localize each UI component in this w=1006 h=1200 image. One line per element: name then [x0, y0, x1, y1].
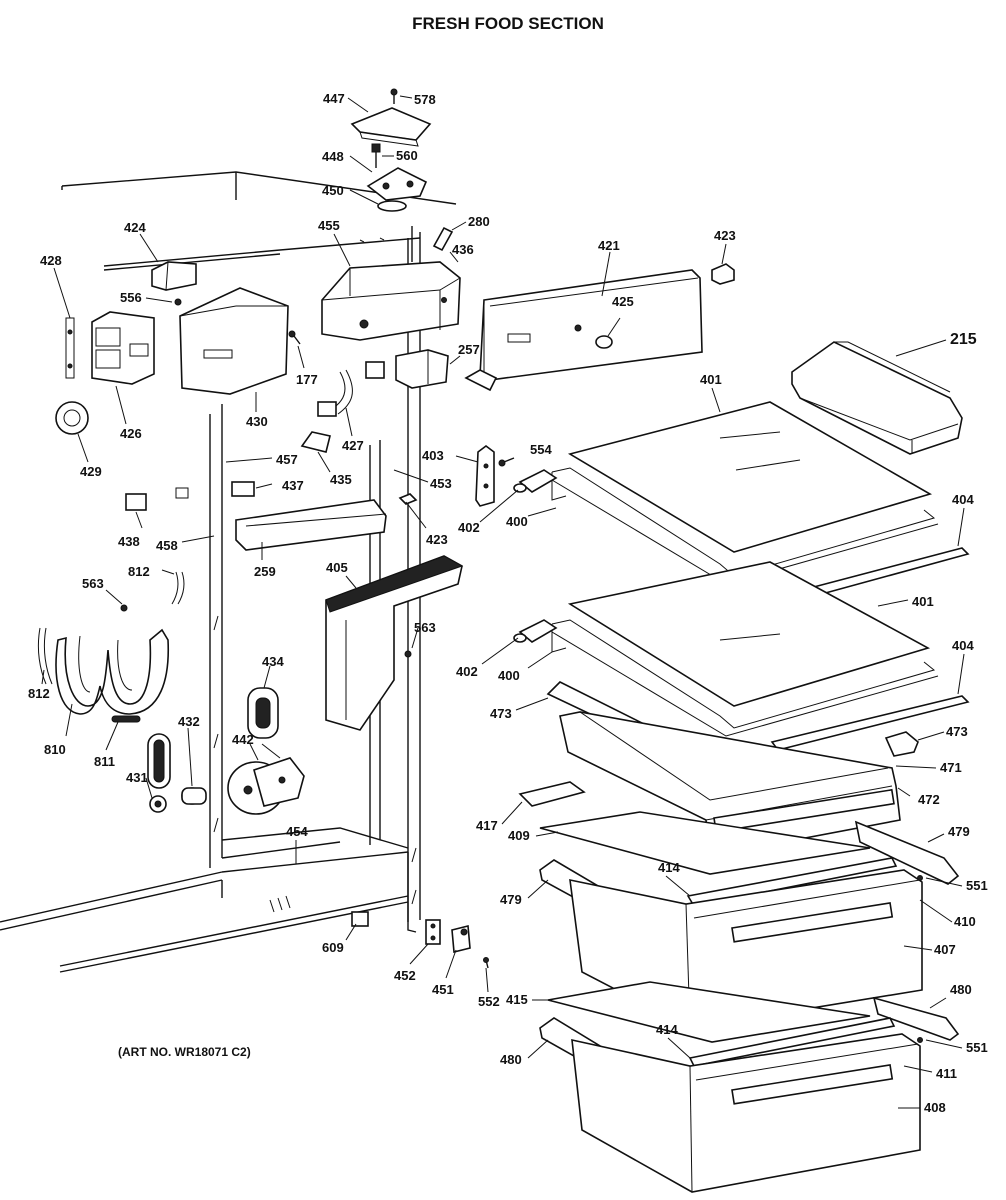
label-403: 403	[422, 448, 444, 463]
label-415: 415	[506, 992, 528, 1007]
label-429: 429	[80, 464, 102, 479]
label-480-right: 480	[950, 982, 972, 997]
label-448: 448	[322, 149, 344, 164]
label-452: 452	[394, 968, 416, 983]
label-259: 259	[254, 564, 276, 579]
label-414-lower: 414	[656, 1022, 678, 1037]
label-430: 430	[246, 414, 268, 429]
drawers-drawing	[518, 711, 960, 1193]
label-405: 405	[326, 560, 348, 575]
label-451: 451	[432, 982, 454, 997]
label-407: 407	[934, 942, 956, 957]
label-556: 556	[120, 290, 142, 305]
label-400-upper: 400	[506, 514, 528, 529]
label-437: 437	[282, 478, 304, 493]
label-812-upper: 812	[128, 564, 150, 579]
label-480-left: 480	[500, 1052, 522, 1067]
label-435: 435	[330, 472, 352, 487]
label-427: 427	[342, 438, 364, 453]
label-424: 424	[124, 220, 146, 235]
control-panel-parts	[398, 263, 735, 507]
label-455: 455	[318, 218, 340, 233]
label-479-left: 479	[500, 892, 522, 907]
label-442: 442	[232, 732, 254, 747]
label-812-lower: 812	[28, 686, 50, 701]
label-401-upper: 401	[700, 372, 722, 387]
label-450: 450	[322, 183, 344, 198]
label-473-right: 473	[946, 724, 968, 739]
label-436: 436	[452, 242, 474, 257]
label-409: 409	[508, 828, 530, 843]
label-473-left: 473	[490, 706, 512, 721]
label-552: 552	[478, 994, 500, 1009]
label-421: 421	[598, 238, 620, 253]
cabinet-liner-drawing	[0, 171, 457, 973]
label-447: 447	[323, 91, 345, 106]
label-404-upper: 404	[952, 492, 974, 507]
label-560: 560	[396, 148, 418, 163]
label-454: 454	[286, 824, 308, 839]
label-402-lower: 402	[456, 664, 478, 679]
label-453: 453	[430, 476, 452, 491]
label-257: 257	[458, 342, 480, 357]
label-215: 215	[950, 331, 977, 348]
label-434: 434	[262, 654, 284, 669]
label-402-upper: 402	[458, 520, 480, 535]
label-551-lower: 551	[966, 1040, 988, 1055]
label-401-lower: 401	[912, 594, 934, 609]
label-431: 431	[126, 770, 148, 785]
label-438: 438	[118, 534, 140, 549]
label-428: 428	[40, 253, 62, 268]
part-number-labels: 447 578 448 560 450 280 424 455 436 421 …	[28, 91, 988, 1115]
label-404-lower: 404	[952, 638, 974, 653]
label-414-upper: 414	[658, 860, 680, 875]
label-400-lower: 400	[498, 668, 520, 683]
label-417: 417	[476, 818, 498, 833]
label-457: 457	[276, 452, 298, 467]
leader-lines	[41, 95, 965, 1109]
label-472: 472	[918, 792, 940, 807]
label-563-right: 563	[414, 620, 436, 635]
label-811: 811	[94, 754, 115, 769]
label-426: 426	[120, 426, 142, 441]
label-177: 177	[296, 372, 318, 387]
label-551-upper: 551	[966, 878, 988, 893]
label-425: 425	[612, 294, 634, 309]
label-810: 810	[44, 742, 66, 757]
shelves-drawing	[513, 401, 970, 771]
art-number: (ART NO. WR18071 C2)	[118, 1045, 251, 1059]
heater-and-misc-parts	[37, 555, 489, 969]
control-housing-parts	[55, 88, 461, 551]
label-423-mid: 423	[426, 532, 448, 547]
label-563-left: 563	[82, 576, 104, 591]
label-471: 471	[940, 760, 962, 775]
label-479-right: 479	[948, 824, 970, 839]
label-554: 554	[530, 442, 552, 457]
label-423-top: 423	[714, 228, 736, 243]
diagram-title: FRESH FOOD SECTION	[412, 14, 604, 33]
label-432: 432	[178, 714, 200, 729]
label-408: 408	[924, 1100, 946, 1115]
label-410: 410	[954, 914, 976, 929]
label-411: 411	[936, 1066, 957, 1081]
label-458: 458	[156, 538, 178, 553]
label-609: 609	[322, 940, 344, 955]
label-578: 578	[414, 92, 436, 107]
dairy-bin-drawing	[791, 341, 963, 455]
label-280: 280	[468, 214, 490, 229]
